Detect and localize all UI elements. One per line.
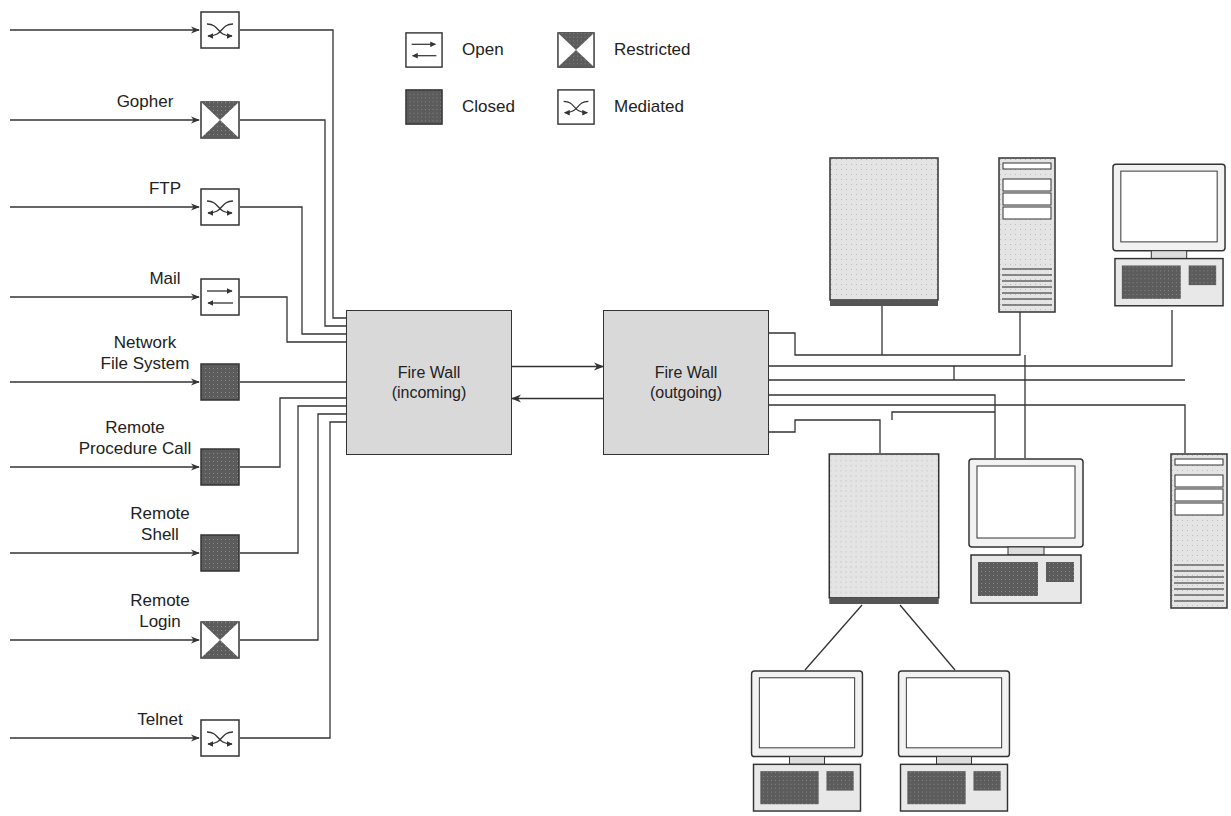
legend-text: Mediated: [614, 97, 684, 117]
legend-text: Closed: [462, 97, 515, 117]
flow-arrow: [512, 398, 603, 399]
service-name: Network File System: [99, 333, 191, 374]
service-name: FTP: [149, 179, 181, 199]
service-name: Gopher: [117, 92, 174, 112]
flow-arrow: [512, 366, 603, 367]
node-label: Fire Wall (outgoing): [642, 363, 730, 403]
service-name: Telnet: [137, 710, 182, 730]
legend-text: Restricted: [614, 40, 691, 60]
legend-text: Open: [462, 40, 504, 60]
firewall-box: Fire Wall (incoming): [346, 310, 512, 455]
service-name: Remote Login: [125, 591, 195, 632]
node-label: Fire Wall (incoming): [387, 363, 471, 403]
service-name: Remote Shell: [125, 504, 195, 545]
service-name: Remote Procedure Call: [75, 418, 195, 459]
firewall-box: Fire Wall (outgoing): [603, 310, 769, 455]
service-name: Mail: [149, 269, 180, 289]
